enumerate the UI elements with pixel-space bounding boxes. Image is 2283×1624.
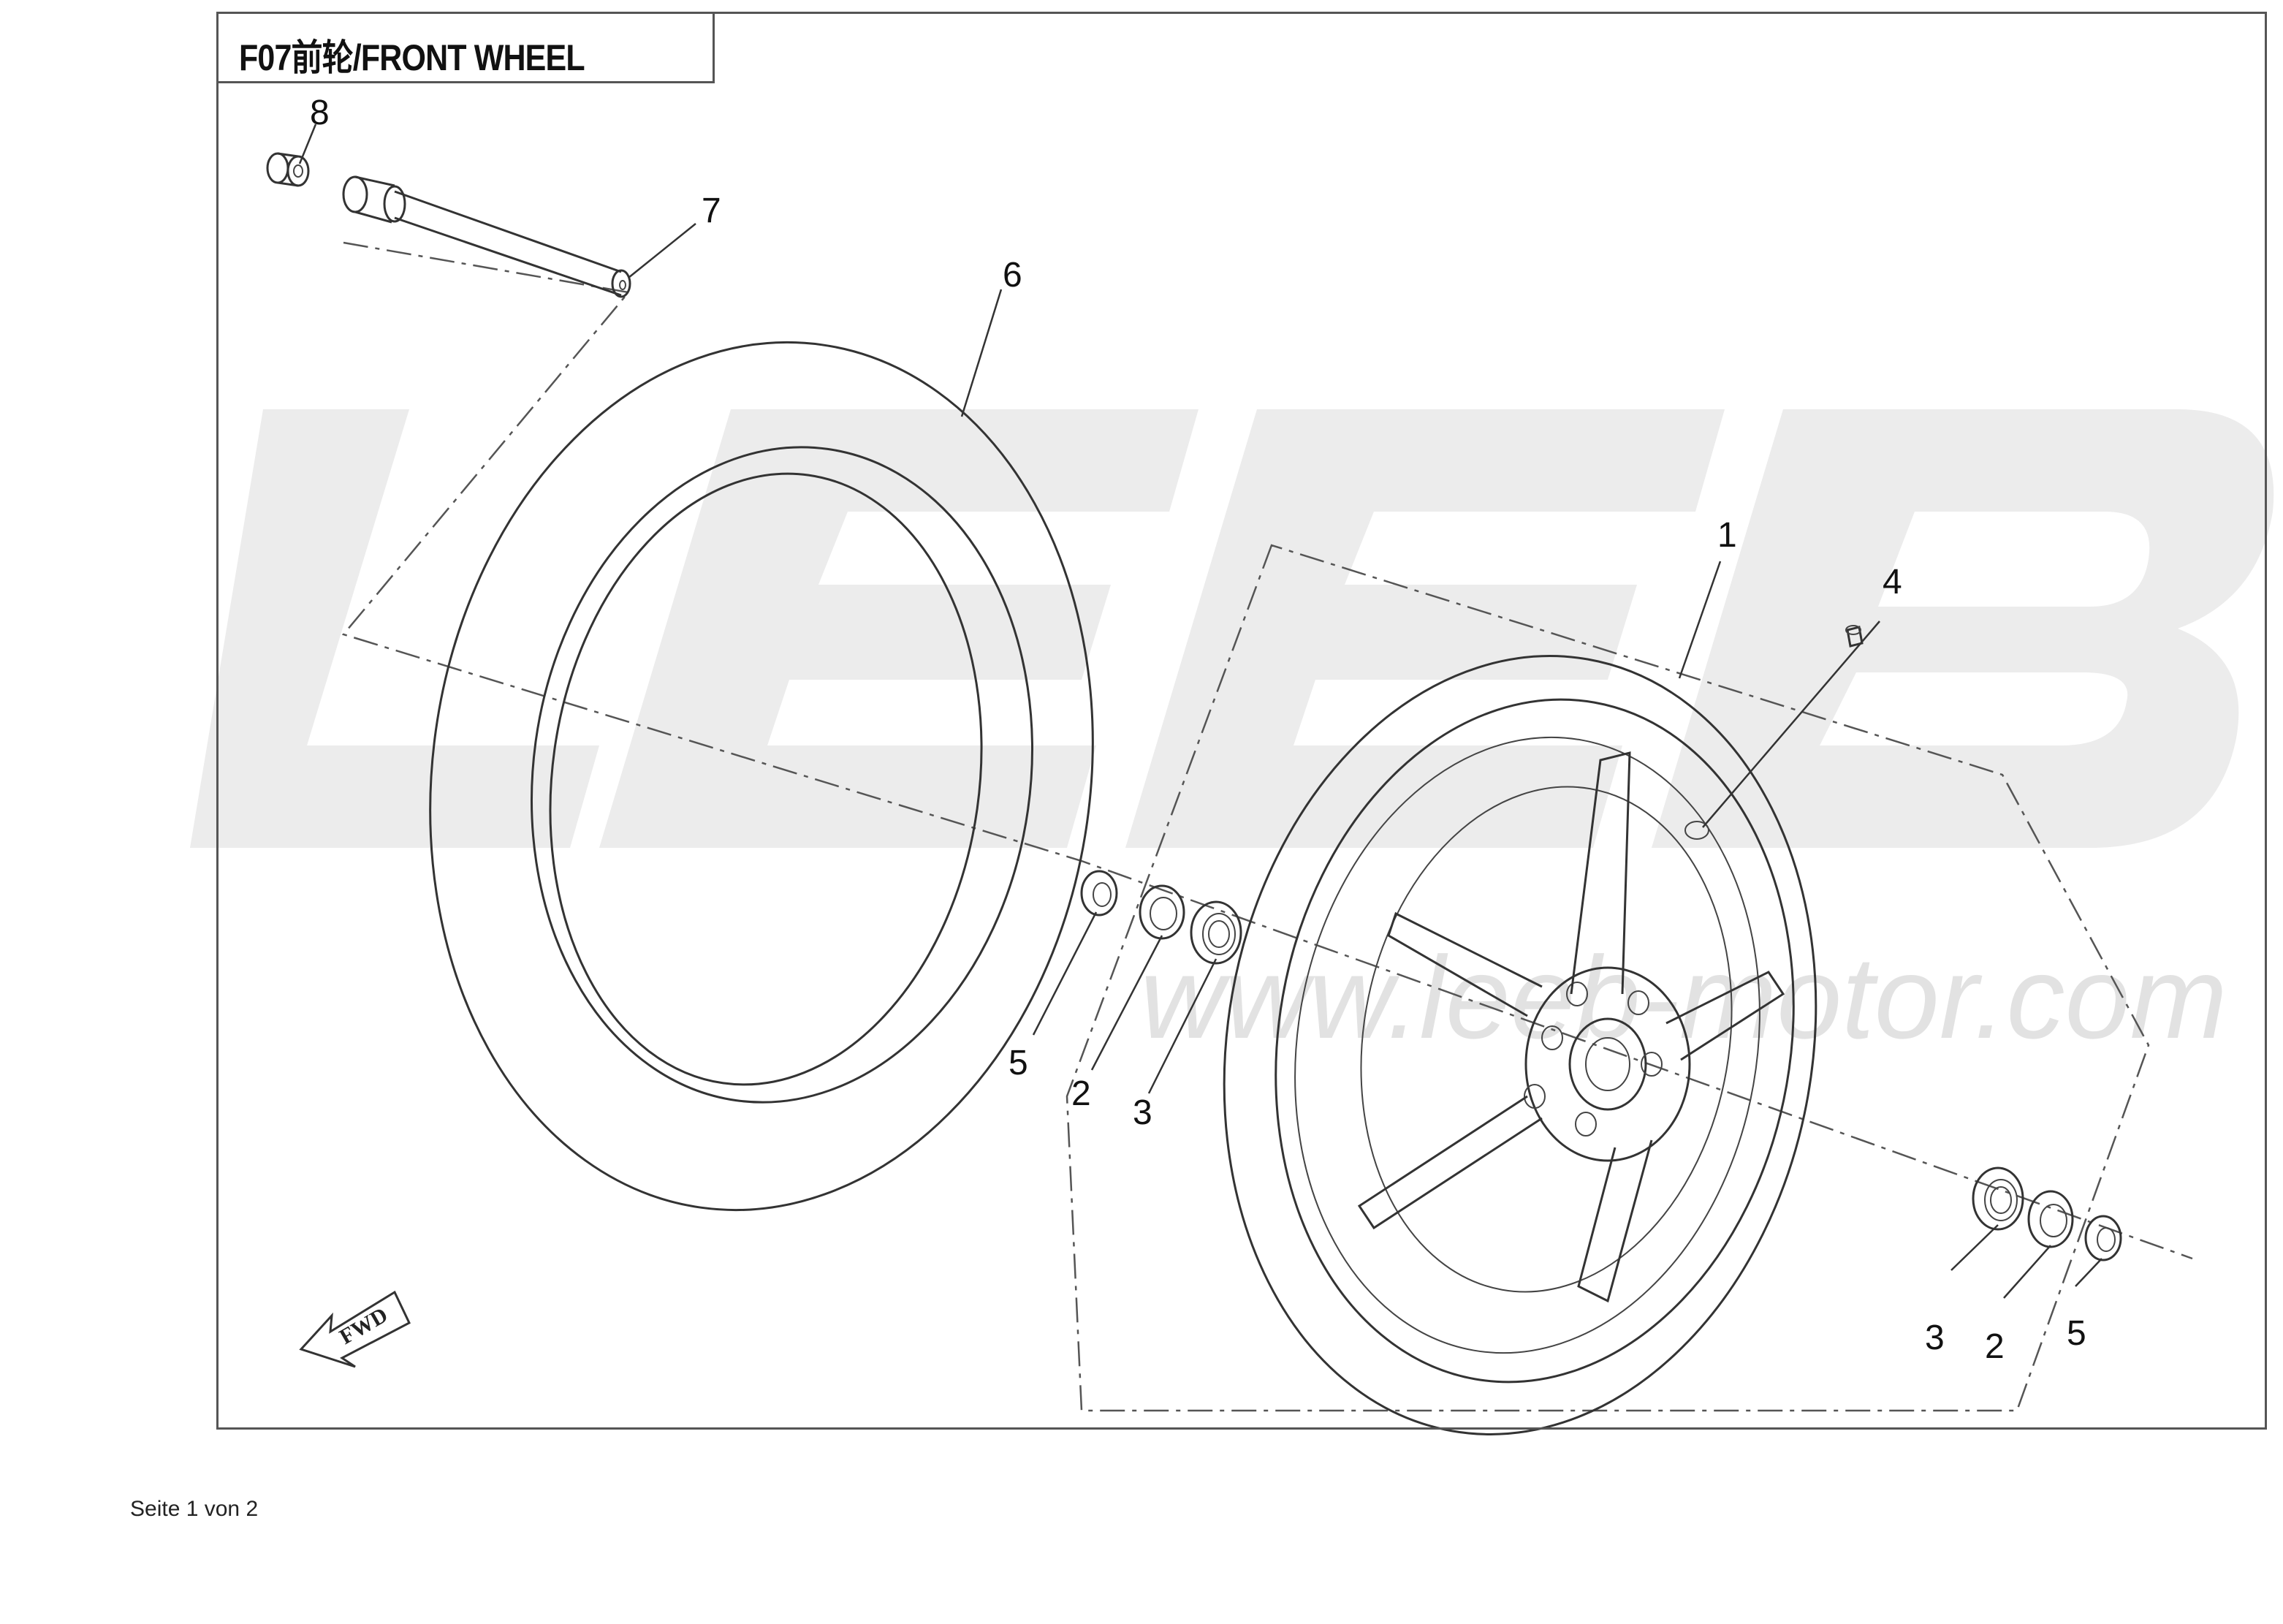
callout-3-left: 3 xyxy=(1133,1093,1152,1132)
callout-5-right: 5 xyxy=(2067,1314,2086,1353)
leader-lines xyxy=(298,124,2102,1299)
leeb-watermark-logo xyxy=(190,409,2274,848)
title-box: F07前轮/FRONT WHEEL xyxy=(216,12,715,83)
callout-2-right: 2 xyxy=(1985,1327,2005,1366)
page-number: Seite 1 von 2 xyxy=(130,1497,259,1521)
diagram-title: F07前轮/FRONT WHEEL xyxy=(239,37,585,78)
callout-3-right: 3 xyxy=(1925,1318,1945,1357)
callout-1: 1 xyxy=(1717,516,1737,555)
assembly-lines xyxy=(341,241,2193,1412)
part-1-rim xyxy=(1223,655,1817,1435)
part-7-axle xyxy=(342,175,631,298)
part-6-tire xyxy=(429,341,1094,1212)
callout-5-left: 5 xyxy=(1008,1044,1028,1082)
callout-8: 8 xyxy=(310,94,330,132)
callout-4: 4 xyxy=(1883,563,1902,602)
right-bearing-set xyxy=(1972,1166,2122,1261)
url-watermark: www.leeb-motor.com xyxy=(1140,932,2227,1063)
callout-numbers: 8 7 6 1 4 5 2 3 3 2 5 xyxy=(310,94,2086,1366)
part-4-valve xyxy=(1845,625,1864,648)
left-bearing-set xyxy=(1080,870,1242,965)
callout-7: 7 xyxy=(702,191,721,230)
diagram-frame xyxy=(216,12,2267,1430)
part-8-spacer xyxy=(266,152,310,187)
callout-6: 6 xyxy=(1003,256,1022,295)
callout-2-left: 2 xyxy=(1071,1074,1091,1113)
